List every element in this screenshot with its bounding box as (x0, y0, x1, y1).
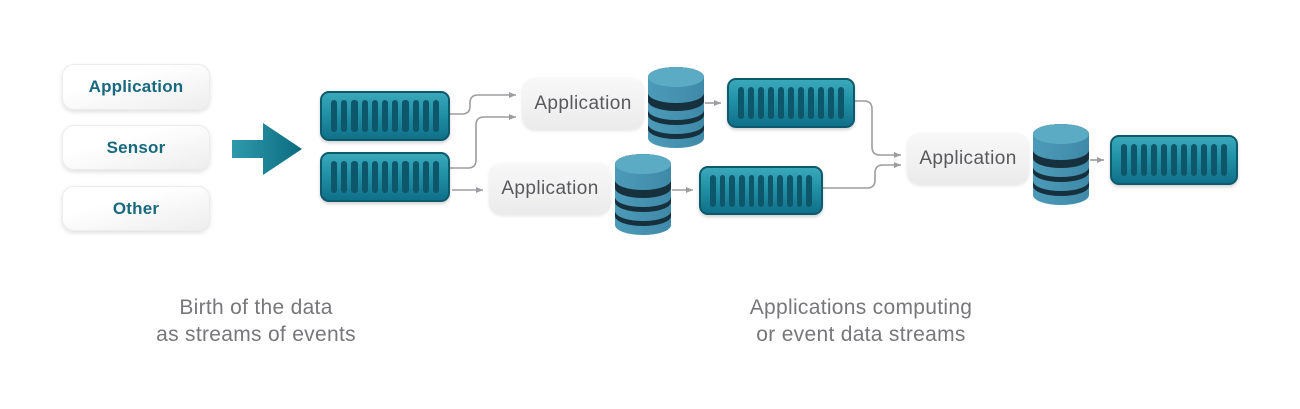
stream-stripe (1211, 144, 1217, 176)
stream-stripe (828, 87, 834, 119)
app-node-label: Application (501, 178, 599, 199)
event-stream-icon (727, 78, 855, 128)
caption-right: Applications computing or event data str… (701, 294, 1021, 348)
stream-stripe (422, 100, 429, 132)
stream-stripe (402, 161, 409, 193)
app-node-label: Application (919, 148, 1017, 169)
stream-stripe (422, 161, 429, 193)
stream-stripe (777, 174, 784, 207)
stream-stripe (392, 100, 399, 132)
right-arrow-icon (232, 123, 302, 175)
stream-stripe (1181, 144, 1187, 176)
stream-stripe (1141, 144, 1147, 176)
stream-stripe (806, 174, 813, 207)
caption-line: or event data streams (756, 323, 966, 346)
stream-stripe (371, 100, 378, 132)
caption-line: Birth of the data (179, 296, 333, 319)
caption-left: Birth of the data as streams of events (96, 294, 416, 348)
stream-stripe (1201, 144, 1207, 176)
database-icon (615, 154, 671, 235)
stream-stripe (1221, 144, 1227, 176)
source-card-application: Application (62, 64, 210, 110)
stream-stripe (341, 161, 348, 193)
source-card-sensor: Sensor (62, 125, 210, 170)
stream-stripe (402, 100, 409, 132)
app-node-top: Application (522, 78, 644, 130)
source-card-label: Other (112, 198, 160, 218)
stream-stripe (361, 161, 368, 193)
stream-stripe (1121, 144, 1127, 176)
stream-stripe (796, 174, 803, 207)
connector-bar2-to-app-top (450, 114, 516, 169)
stream-stripe (432, 100, 440, 132)
stream-stripe (758, 87, 764, 119)
connector-bar4-to-app-final (821, 162, 901, 189)
stream-stripe (767, 174, 774, 207)
stream-stripe (758, 174, 764, 207)
stream-stripe (738, 174, 745, 207)
stream-stripe (361, 100, 368, 132)
stream-stripe (1191, 144, 1197, 176)
connector-bar3-to-app-final (854, 100, 901, 158)
stream-stripe (351, 161, 358, 193)
source-card-label: Application (88, 77, 184, 96)
stream-stripe (392, 161, 399, 193)
stream-stripe (798, 87, 804, 119)
stream-stripe (412, 100, 419, 132)
stream-stripe (768, 87, 774, 119)
stream-stripe (331, 161, 338, 193)
app-node-bottom: Application (489, 163, 611, 215)
stream-stripe (351, 100, 358, 132)
stream-stripe (432, 161, 440, 193)
stream-stripe (748, 87, 754, 119)
stream-stripe (738, 87, 744, 119)
stream-stripe (748, 174, 755, 207)
stream-stripe (778, 87, 784, 119)
database-icon (1033, 124, 1089, 205)
stream-stripe (371, 161, 378, 193)
stream-stripe (710, 174, 716, 207)
stream-stripe (729, 174, 735, 207)
stream-stripe (1151, 144, 1157, 176)
stream-stripe (1171, 144, 1177, 176)
event-stream-icon (1110, 135, 1238, 185)
stream-stripe (412, 161, 419, 193)
stream-stripe (818, 87, 824, 119)
stream-stripe (341, 100, 348, 132)
event-stream-icon (320, 91, 450, 141)
stream-stripe (838, 87, 844, 119)
stream-stripe (381, 161, 389, 193)
stream-stripe (788, 87, 794, 119)
stream-stripe (787, 174, 793, 207)
connector-bar1-to-app-top (450, 92, 516, 115)
stream-stripe (381, 100, 389, 132)
event-stream-icon (320, 152, 450, 202)
stream-stripe (1131, 144, 1137, 176)
stream-stripe (808, 87, 814, 119)
app-node-label: Application (534, 93, 632, 114)
caption-line: Applications computing (749, 296, 973, 319)
stream-stripe (1161, 144, 1167, 176)
caption-line: as streams of events (156, 323, 356, 346)
app-node-final: Application (907, 133, 1029, 185)
source-card-other: Other (62, 186, 210, 231)
database-icon (648, 67, 704, 148)
stream-stripe (719, 174, 726, 207)
event-stream-icon (699, 166, 823, 215)
source-card-label: Sensor (106, 137, 166, 157)
stream-stripe (331, 100, 338, 132)
